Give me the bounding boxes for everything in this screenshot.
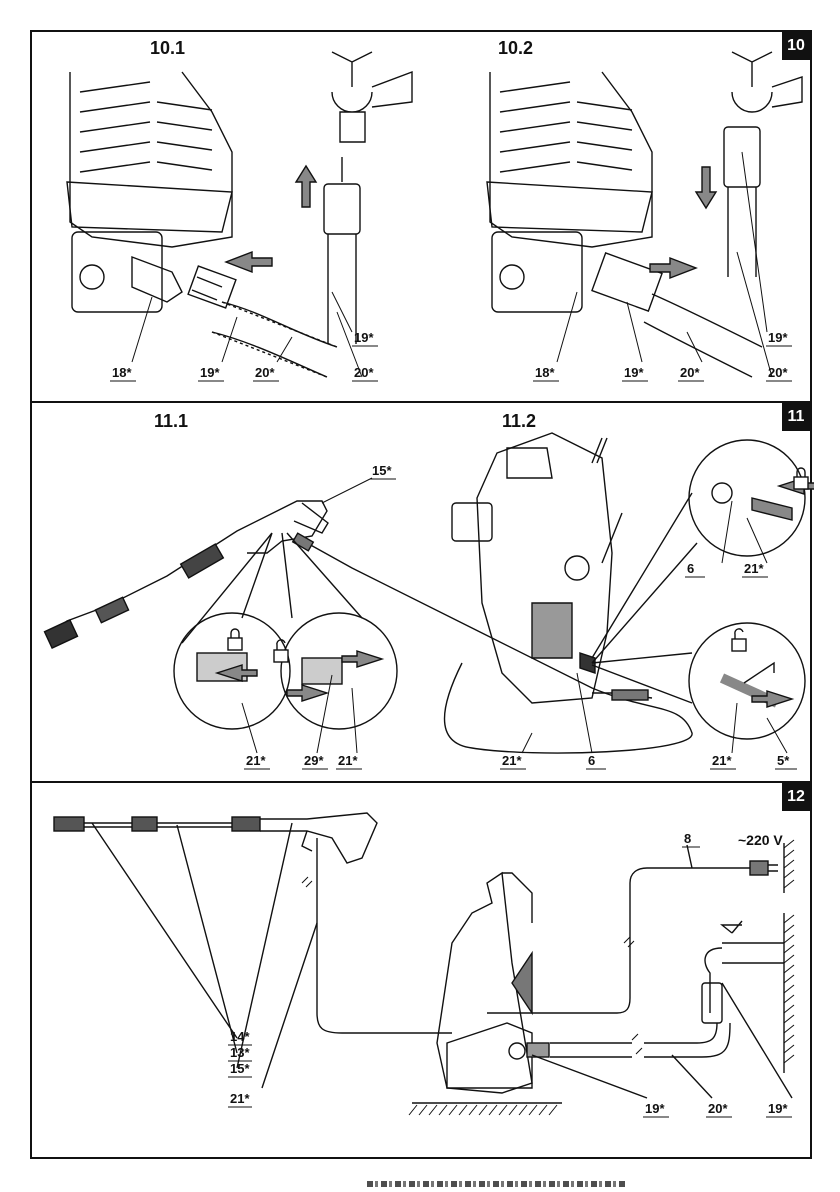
label-10-19a: 19*: [200, 365, 220, 380]
label-10-20b: 20*: [354, 365, 374, 380]
label-11-15: 15*: [372, 463, 392, 478]
label-12-13: 13*: [230, 1045, 250, 1060]
label-12-15: 15*: [230, 1061, 250, 1076]
label-10-20c: 20*: [680, 365, 700, 380]
label-11-21a: 21*: [246, 753, 266, 768]
label-11-21b: 21*: [338, 753, 358, 768]
label-11-21c: 21*: [502, 753, 522, 768]
figure-10-illustration: 18* 19* 20* 19* 20* 18* 19* 20* 19* 20*: [32, 32, 814, 405]
label-10-20d: 20*: [768, 365, 788, 380]
figure-12-illustration: 8 14* 13* 15* 21* 19* 20* 19* ~220 V: [32, 783, 814, 1159]
label-11-5: 5*: [777, 753, 790, 768]
label-10-19b: 19*: [354, 330, 374, 345]
label-12-21: 21*: [230, 1091, 250, 1106]
label-10-18b: 18*: [535, 365, 555, 380]
label-12-20: 20*: [708, 1101, 728, 1116]
figure-10-panel: 10 10.1 10.2: [30, 30, 812, 403]
label-11-21e: 21*: [712, 753, 732, 768]
label-12-14: 14*: [230, 1029, 250, 1044]
label-11-29: 29*: [304, 753, 324, 768]
figure-11-illustration: 15* 21* 29* 21* 21* 6 6 21* 21* 5*: [32, 403, 814, 783]
figure-12-panel: 12: [30, 783, 812, 1159]
label-12-19a: 19*: [645, 1101, 665, 1116]
label-12-19b: 19*: [768, 1101, 788, 1116]
label-12-8: 8: [684, 831, 691, 846]
label-10-20a: 20*: [255, 365, 275, 380]
label-11-21d: 21*: [744, 561, 764, 576]
label-10-19d: 19*: [768, 330, 788, 345]
label-11-6b: 6: [687, 561, 694, 576]
label-10-18: 18*: [112, 365, 132, 380]
label-11-6a: 6: [588, 753, 595, 768]
voltage-label: ~220 V: [738, 832, 783, 848]
footer-print-marks: [367, 1181, 627, 1187]
label-10-19c: 19*: [624, 365, 644, 380]
figure-11-panel: 11 11.1 11.2: [30, 403, 812, 783]
